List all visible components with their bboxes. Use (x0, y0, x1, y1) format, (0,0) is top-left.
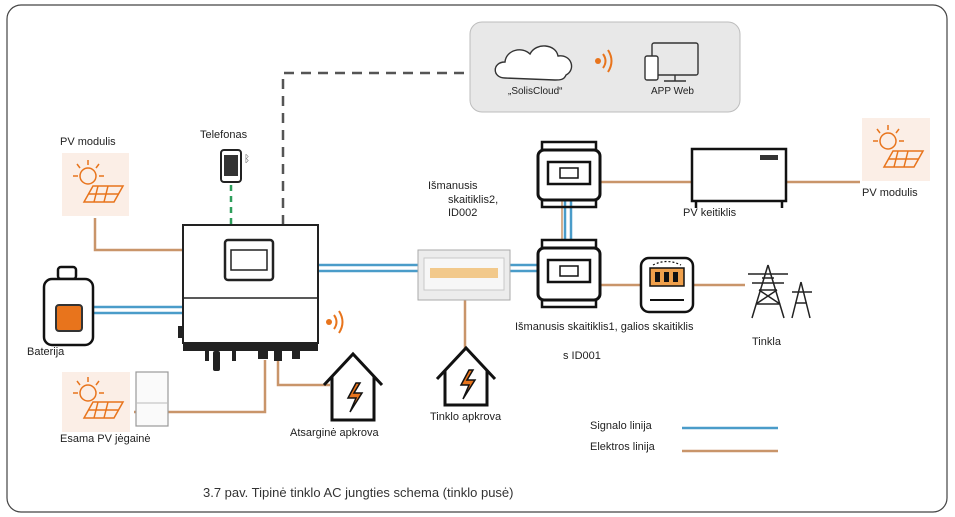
energy-meter-icon (639, 256, 695, 314)
diagram-frame (6, 4, 948, 513)
backup-load-label: Atsarginė apkrova (290, 427, 379, 439)
grid-load-house-icon (435, 345, 497, 407)
phone-icon: ᛒ (220, 149, 250, 183)
smart-meter-2-label-1: Išmanusis (428, 180, 478, 192)
pv-inverter-label: PV keitiklis (683, 207, 737, 219)
wifi-signal-icon (595, 49, 613, 73)
cloud-icon (494, 45, 573, 81)
legend-signal-label: Signalo linija (590, 420, 652, 432)
inverter-icon (178, 224, 319, 371)
cloud-label: „SolisCloud“ (508, 86, 563, 97)
monitor-phone-icon (644, 42, 699, 82)
app-web-label: APP Web (651, 86, 694, 97)
existing-pv-label: Esama PV jėgainė (60, 433, 151, 445)
smart-meter-2-icon (536, 140, 602, 209)
smart-meter-2-label-2: skaitiklis2, (448, 194, 499, 206)
smart-meter-1-label: Išmanusis skaitiklis1, galios skaitiklis (515, 321, 694, 333)
pv-module-right-label: PV modulis (862, 187, 918, 199)
cloud-dashed-link (281, 71, 470, 225)
legend-power-label: Elektros linija (590, 441, 655, 453)
backup-load-house-icon (322, 351, 384, 422)
grid-load-label: Tinklo apkrova (430, 411, 502, 423)
grid-label: Tinkla (752, 336, 781, 348)
smart-meter-1-id-label: s ID001 (563, 350, 601, 362)
existing-pv-icon (62, 371, 169, 432)
battery-label: Baterija (27, 346, 65, 358)
pv-module-left-label: PV modulis (60, 136, 116, 148)
pv-module-right-icon (862, 118, 930, 181)
phone-label: Telefonas (200, 129, 248, 141)
figure-caption: 3.7 pav. Tipinė tinklo AC jungties schem… (203, 485, 514, 500)
power-lines (93, 180, 860, 414)
distribution-box-icon (417, 249, 511, 301)
battery-icon (42, 265, 95, 347)
smart-meter-2-label-3: ID002 (448, 207, 478, 219)
signal-lines (93, 198, 573, 315)
cloud-panel (469, 21, 741, 113)
grid-tower-icon (748, 264, 812, 319)
svg-text:ᛒ: ᛒ (244, 154, 250, 165)
smart-meter-1-icon (536, 238, 602, 309)
inverter-wifi-icon (326, 310, 344, 334)
pv-inverter-icon (690, 147, 788, 208)
pv-module-left-icon (62, 153, 129, 216)
